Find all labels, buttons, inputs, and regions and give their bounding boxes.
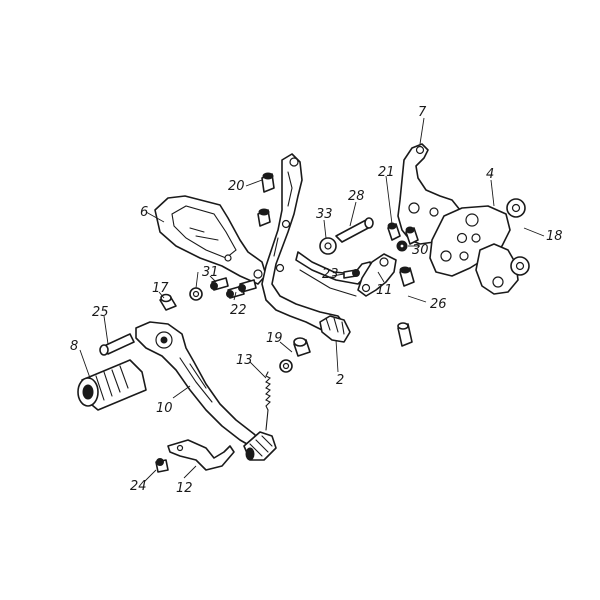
footpeg-plate-4 (429, 205, 519, 295)
callout-23: 23 (322, 267, 339, 282)
spring-13 (265, 371, 271, 431)
callout-24: 24 (130, 479, 147, 494)
callout-8: 8 (70, 339, 78, 354)
callouts: 6 20 7 21 4 18 28 33 30 11 26 23 31 22 1… (70, 105, 563, 496)
callout-20: 20 (228, 179, 245, 194)
callout-25: 25 (92, 305, 109, 320)
callout-31: 31 (202, 265, 219, 280)
bolt-21 (387, 222, 419, 245)
callout-10: 10 (156, 401, 173, 416)
callout-4: 4 (486, 167, 494, 182)
callout-11: 11 (376, 283, 393, 298)
nut-31 (189, 287, 203, 301)
bolt-20 (257, 172, 275, 227)
callout-28: 28 (348, 189, 365, 204)
callout-19: 19 (266, 331, 283, 346)
link-11 (357, 253, 397, 297)
guard-12 (167, 439, 235, 471)
bolt-24 (155, 458, 169, 473)
callout-21: 21 (378, 165, 395, 180)
spacer-17 (159, 293, 177, 311)
leader-lines (79, 117, 545, 483)
lever-10 (135, 321, 263, 449)
callout-30: 30 (412, 243, 429, 258)
callout-12: 12 (176, 481, 193, 496)
callout-17: 17 (152, 281, 169, 296)
bolt-25 (99, 333, 135, 356)
callout-18: 18 (546, 229, 563, 244)
washer-33 (319, 237, 337, 255)
callout-22: 22 (230, 303, 247, 318)
footpeg-8 (77, 359, 147, 411)
callout-6: 6 (140, 205, 148, 220)
washers-18 (506, 198, 530, 276)
bolts-26 (397, 266, 415, 347)
nut-30 (396, 240, 408, 252)
spacer-19 (279, 337, 311, 373)
pivot-2 (319, 315, 351, 343)
callout-33: 33 (316, 207, 333, 222)
lever-tip-pad (243, 431, 277, 461)
callout-2: 2 (336, 373, 344, 388)
bolts-22 (210, 277, 257, 299)
pin-28 (335, 217, 374, 243)
callout-13: 13 (236, 353, 253, 368)
callout-7: 7 (418, 105, 427, 120)
callout-26: 26 (430, 297, 447, 312)
heel-guard-plate (154, 195, 267, 285)
bolt-23 (343, 269, 360, 279)
